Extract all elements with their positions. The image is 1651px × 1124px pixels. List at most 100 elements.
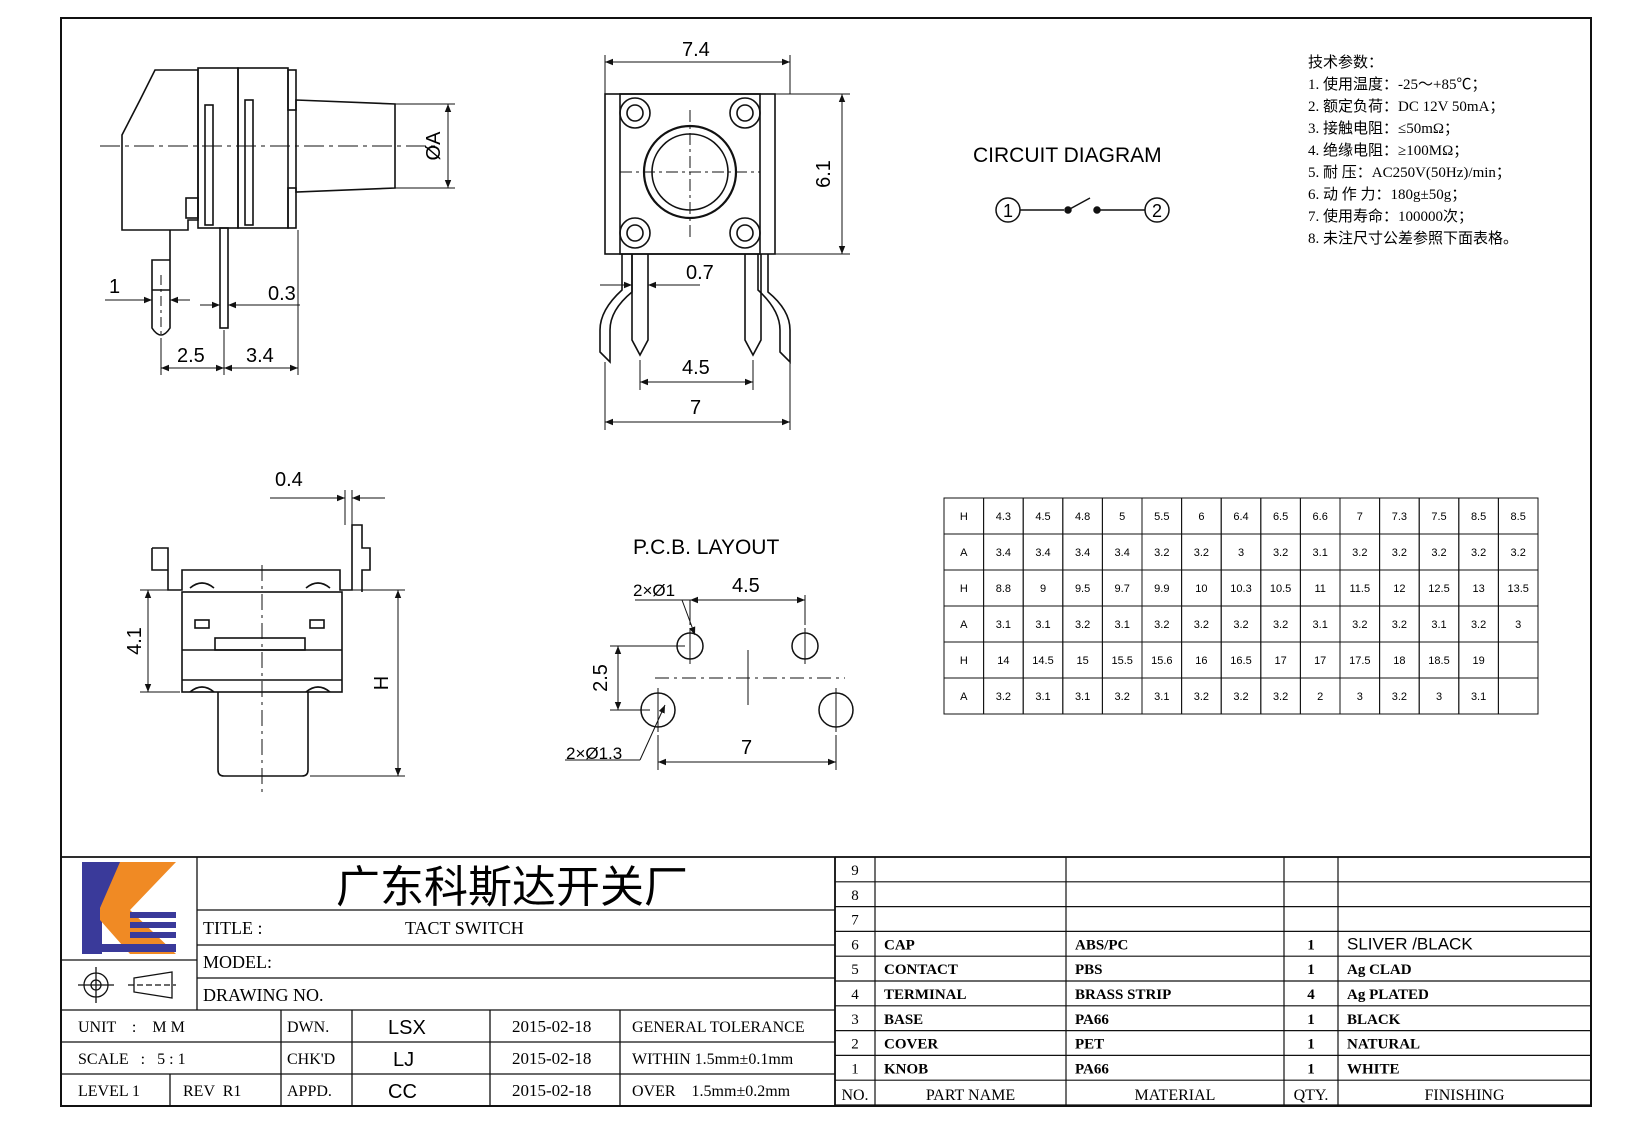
spec-item: 8. 未注尺寸公差参照下面表格。 <box>1308 230 1518 247</box>
table-cell: 7.5 <box>1431 511 1446 523</box>
circuit-pin-2: 2 <box>1152 201 1162 221</box>
table-cell: 3.4 <box>1035 547 1050 559</box>
table-cell: 6.4 <box>1233 511 1248 523</box>
dim-4-1-label: 4.1 <box>124 627 146 655</box>
pcb-dim-7: 7 <box>741 737 752 759</box>
table-cell: 9.9 <box>1154 583 1169 595</box>
bom-finish: BLACK <box>1347 1012 1401 1028</box>
projection-symbol <box>78 967 176 1003</box>
unit-cell: UNIT : M M <box>78 1019 185 1036</box>
circuit-title: CIRCUIT DIAGRAM <box>973 144 1162 167</box>
dwn-date: 2015-02-18 <box>512 1017 591 1036</box>
bom-material: PA66 <box>1075 1061 1109 1077</box>
dwn-label: DWN. <box>287 1019 329 1036</box>
dim-6-1-label: 6.1 <box>813 160 835 188</box>
table-cell: 13.5 <box>1507 583 1528 595</box>
table-cell: 16 <box>1195 655 1207 667</box>
bom-qty: 1 <box>1307 1037 1315 1053</box>
table-cell: 3.2 <box>1352 619 1367 631</box>
pcb-dim-2-5: 2.5 <box>590 664 612 692</box>
table-cell: 12.5 <box>1428 583 1449 595</box>
table-cell: 3 <box>1357 691 1363 703</box>
dim-oa-label: ØA <box>423 131 445 161</box>
table-cell: 3.4 <box>1075 547 1090 559</box>
table-cell: 3.2 <box>1471 619 1486 631</box>
table-cell: 5 <box>1119 511 1125 523</box>
scale-cell: SCALE : 5 : 1 <box>78 1051 186 1068</box>
bom-material: PET <box>1075 1037 1104 1053</box>
table-cell: 15.5 <box>1111 655 1132 667</box>
bom-header: NO. <box>841 1087 868 1104</box>
title-label: TITLE : <box>203 918 262 938</box>
table-cell: 3.2 <box>1392 691 1407 703</box>
spec-item: 1. 使用温度：-25～+85℃； <box>1308 76 1486 93</box>
table-cell: 6 <box>1198 511 1204 523</box>
side-view <box>100 67 455 375</box>
bom-no: 9 <box>851 863 859 879</box>
circuit-symbol <box>995 197 1170 223</box>
pcb-title: P.C.B. LAYOUT <box>633 536 779 559</box>
bom-part: CONTACT <box>884 962 958 978</box>
table-row-label: H <box>960 511 968 523</box>
bom-part: CAP <box>884 937 915 953</box>
chkd-label: CHK'D <box>287 1051 335 1068</box>
table-cell: 3.2 <box>1194 691 1209 703</box>
bom-material: PA66 <box>1075 1012 1109 1028</box>
bom-finish: NATURAL <box>1347 1037 1420 1053</box>
table-cell: 3.1 <box>1075 691 1090 703</box>
table-cell: 12 <box>1393 583 1405 595</box>
table-cell: 3.2 <box>1273 547 1288 559</box>
table-cell: 15 <box>1076 655 1088 667</box>
table-row-label: A <box>960 547 968 559</box>
bom-qty: 1 <box>1307 937 1315 953</box>
tolerance-title: GENERAL TOLERANCE <box>632 1019 805 1036</box>
bom-header: QTY. <box>1294 1087 1329 1104</box>
table-cell: 3.4 <box>996 547 1011 559</box>
spec-item: 5. 耐 压：AC250V(50Hz)/min； <box>1308 164 1511 181</box>
bom-qty: 1 <box>1307 962 1315 978</box>
pcb-layout <box>565 595 854 770</box>
bom-finish: WHITE <box>1347 1061 1400 1077</box>
table-cell: 13 <box>1472 583 1484 595</box>
drawing-no-label: DRAWING NO. <box>203 985 324 1005</box>
table-cell: 3.2 <box>1115 691 1130 703</box>
table-cell: 3.2 <box>1511 547 1526 559</box>
table-cell: 5.5 <box>1154 511 1169 523</box>
dim-3-4-label: 3.4 <box>246 345 274 367</box>
dim-7-4-label: 7.4 <box>682 39 710 61</box>
spec-item: 7. 使用寿命：100000次； <box>1308 207 1473 225</box>
table-cell: 8.8 <box>996 583 1011 595</box>
bom-no: 8 <box>851 888 859 904</box>
company-name: 广东科斯达开关厂 <box>336 863 688 912</box>
table-row-label: A <box>960 691 968 703</box>
table-cell: 9 <box>1040 583 1046 595</box>
dim-0-4-label: 0.4 <box>275 469 303 491</box>
spec-item: 4. 绝缘电阻：≥100MΩ； <box>1308 142 1468 159</box>
table-cell: 3.1 <box>1154 691 1169 703</box>
tolerance-over: OVER 1.5mm±0.2mm <box>632 1083 791 1100</box>
bom-material: BRASS STRIP <box>1075 987 1171 1003</box>
bom-no: 1 <box>851 1061 859 1077</box>
bom-material: ABS/PC <box>1075 937 1128 953</box>
table-cell: 10 <box>1195 583 1207 595</box>
bom-header: PART NAME <box>926 1087 1015 1104</box>
table-cell: 3 <box>1238 547 1244 559</box>
bom-part: BASE <box>884 1012 923 1028</box>
table-cell: 3.1 <box>1313 619 1328 631</box>
table-cell: 18 <box>1393 655 1405 667</box>
table-cell: 3.2 <box>1233 619 1248 631</box>
table-cell: 7 <box>1357 511 1363 523</box>
table-cell: 9.5 <box>1075 583 1090 595</box>
appd-label: APPD. <box>287 1083 332 1100</box>
dwn-name: LSX <box>388 1017 426 1039</box>
table-cell: 3.2 <box>1392 619 1407 631</box>
bom-no: 7 <box>851 913 859 929</box>
table-cell: 3.1 <box>996 619 1011 631</box>
bom-no: 5 <box>851 962 859 978</box>
pcb-dim-4-5: 4.5 <box>732 575 760 597</box>
bom-no: 3 <box>851 1012 859 1028</box>
table-cell: 19 <box>1472 655 1484 667</box>
sheet-border <box>60 17 1592 1107</box>
